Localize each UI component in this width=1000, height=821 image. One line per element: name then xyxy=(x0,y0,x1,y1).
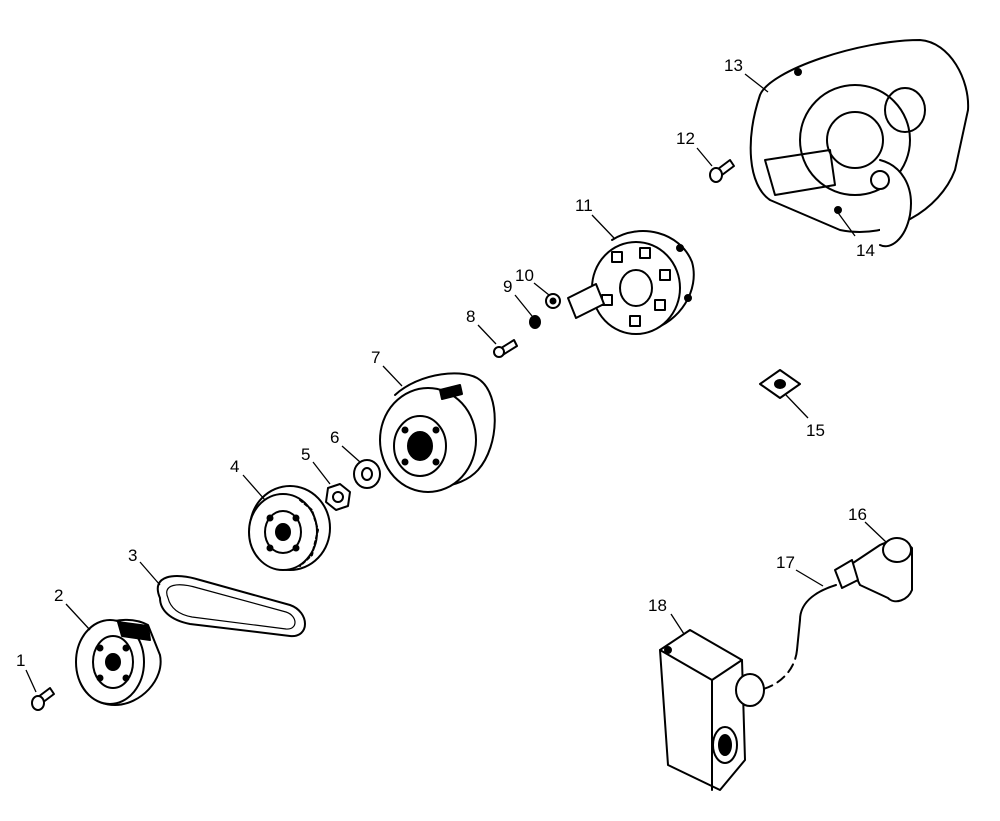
part-8-screw xyxy=(493,339,518,358)
callout-5: 5 xyxy=(301,445,310,464)
part-15-clip xyxy=(759,369,801,399)
callout-17: 17 xyxy=(776,553,795,572)
part-6-washer xyxy=(353,459,381,489)
callout-3: 3 xyxy=(128,546,137,565)
callout-7: 7 xyxy=(371,348,380,367)
part-12-bolt xyxy=(709,159,735,183)
callout-11: 11 xyxy=(575,196,593,215)
callout-labels: 1 2 3 4 5 6 7 8 9 10 11 12 13 14 15 16 1… xyxy=(16,56,875,670)
callout-6: 6 xyxy=(330,428,339,447)
callout-8: 8 xyxy=(466,307,475,326)
part-4-ring-gear xyxy=(248,485,331,571)
callout-10: 10 xyxy=(515,266,534,285)
part-11-stator xyxy=(567,230,695,335)
part-17-wire xyxy=(759,584,837,691)
part-18-ignition-coil xyxy=(659,629,765,791)
callout-15: 15 xyxy=(806,421,825,440)
callout-18: 18 xyxy=(648,596,667,615)
part-16-plug-boot xyxy=(834,537,913,603)
callout-13: 13 xyxy=(724,56,743,75)
part-9-lockwasher xyxy=(529,315,541,329)
callout-16: 16 xyxy=(848,505,867,524)
part-13-housing xyxy=(749,39,970,248)
callout-12: 12 xyxy=(676,129,695,148)
part-5-nut xyxy=(325,483,351,511)
callout-9: 9 xyxy=(503,277,512,296)
callout-4: 4 xyxy=(230,457,239,476)
leader-lines xyxy=(25,73,887,693)
part-3-belt xyxy=(156,575,306,638)
part-1-bolt xyxy=(31,687,55,711)
part-2-pulley xyxy=(75,618,162,706)
callout-1: 1 xyxy=(16,651,25,670)
callout-2: 2 xyxy=(54,586,63,605)
part-7-flywheel xyxy=(379,372,496,493)
part-10-washer xyxy=(545,293,561,309)
callout-14: 14 xyxy=(856,241,875,260)
